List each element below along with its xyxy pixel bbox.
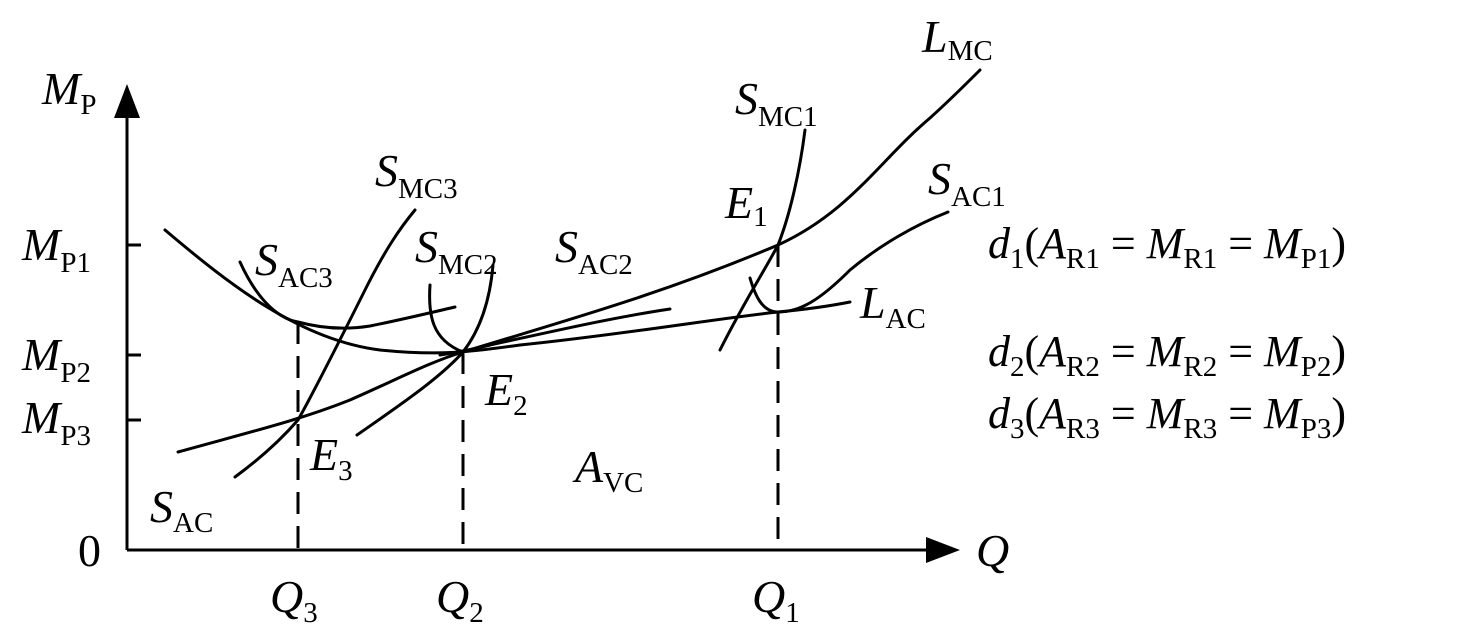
y-tick-label-mp2: MP2 (21, 329, 91, 389)
label-smc1: SMC1 (735, 73, 818, 133)
demand-line-d3: d3(AR3 = MR3 = MP3) (988, 389, 1346, 445)
y-tick-label-mp1: MP1 (21, 219, 91, 279)
label-lac: LAC (859, 277, 926, 335)
x-tick-label-q1: Q1 (752, 571, 800, 629)
sac1-curve (748, 210, 950, 314)
y-axis-arrowhead (114, 84, 140, 118)
x-axis-title: Q (976, 525, 1009, 576)
origin-label: 0 (78, 525, 101, 576)
x-axis-arrowhead (926, 537, 960, 563)
smc2-left-arm (428, 283, 465, 354)
label-sac3: SAC3 (255, 234, 333, 294)
label-sac2: SAC2 (555, 221, 633, 281)
label-e1: E1 (724, 177, 768, 233)
label-sac: SAC (150, 481, 213, 539)
y-tick-label-mp3: MP3 (21, 392, 91, 452)
label-smc2: SMC2 (415, 221, 498, 281)
x-tick-label-q3: Q3 (270, 571, 318, 629)
label-sac1: SAC1 (928, 153, 1006, 213)
y-axis-title: MP (41, 63, 96, 121)
label-smc3: SMC3 (375, 145, 458, 205)
demand-line-d1: d1(AR1 = MR1 = MP1) (988, 219, 1346, 275)
label-e3: E3 (309, 429, 353, 487)
demand-line-d2: d2(AR2 = MR2 = MP2) (988, 327, 1346, 383)
label-e2: E2 (484, 364, 528, 422)
label-avc: AVC (572, 441, 643, 499)
sac3-curve (238, 260, 457, 330)
smc1-curve (718, 128, 807, 352)
label-lmc: LMC (921, 11, 993, 67)
lmc-curve (176, 68, 982, 454)
x-tick-label-q2: Q2 (436, 571, 484, 629)
smc3-curve (233, 208, 417, 479)
